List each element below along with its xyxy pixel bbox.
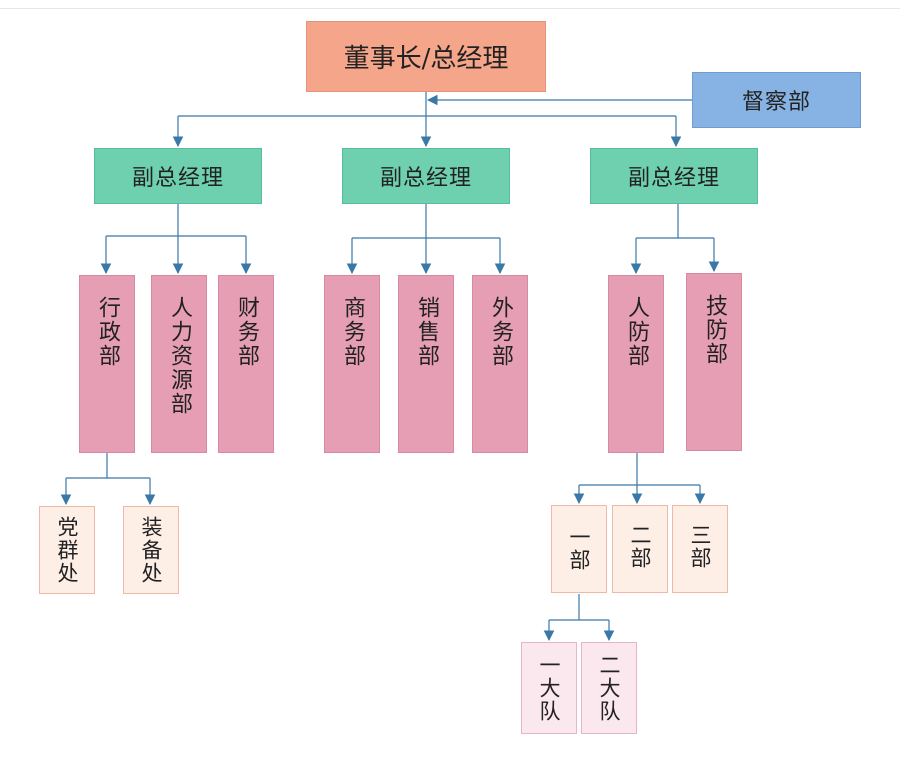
chairman-box: 董事长/总经理	[306, 21, 546, 92]
team-label: 一大队	[537, 653, 561, 723]
unit-one: 一部	[551, 505, 607, 593]
chairman-label: 董事长/总经理	[343, 44, 509, 74]
unit-label: 三部	[688, 524, 712, 570]
vp-label: 副总经理	[379, 166, 472, 191]
unit-label: 党群处	[55, 515, 79, 585]
dept-label: 商务部	[340, 296, 365, 368]
unit-party: 党群处	[39, 506, 95, 594]
unit-two: 二部	[612, 505, 668, 593]
unit-label: 装备处	[139, 515, 163, 585]
vp-box-3: 副总经理	[590, 148, 758, 204]
dept-foreign: 外务部	[472, 275, 528, 453]
dept-label: 行政部	[95, 296, 120, 368]
supervision-box: 督察部	[692, 72, 861, 128]
dept-civil-defense: 人防部	[608, 275, 664, 453]
dept-label: 人防部	[624, 296, 649, 368]
supervision-label: 督察部	[741, 90, 811, 115]
unit-three: 三部	[672, 505, 728, 593]
dept-label: 外务部	[488, 296, 513, 368]
unit-equipment: 装备处	[123, 506, 179, 594]
top-divider	[0, 8, 900, 9]
dept-sales: 销售部	[398, 275, 454, 453]
unit-label: 二部	[628, 524, 652, 570]
dept-label: 财务部	[234, 296, 259, 368]
team-two: 二大队	[581, 642, 637, 734]
team-label: 二大队	[597, 653, 621, 723]
vp-box-2: 副总经理	[342, 148, 510, 204]
vp-label: 副总经理	[131, 166, 224, 191]
dept-label: 人力资源部	[167, 296, 192, 416]
vp-label: 副总经理	[627, 166, 720, 191]
dept-admin: 行政部	[79, 275, 135, 453]
vp-box-1: 副总经理	[94, 148, 262, 204]
dept-label: 技防部	[702, 294, 727, 366]
unit-label: 一部	[567, 526, 591, 572]
dept-hr: 人力资源部	[151, 275, 207, 453]
dept-business: 商务部	[324, 275, 380, 453]
dept-finance: 财务部	[218, 275, 274, 453]
dept-label: 销售部	[414, 296, 439, 368]
dept-tech-defense: 技防部	[686, 273, 742, 451]
team-one: 一大队	[521, 642, 577, 734]
